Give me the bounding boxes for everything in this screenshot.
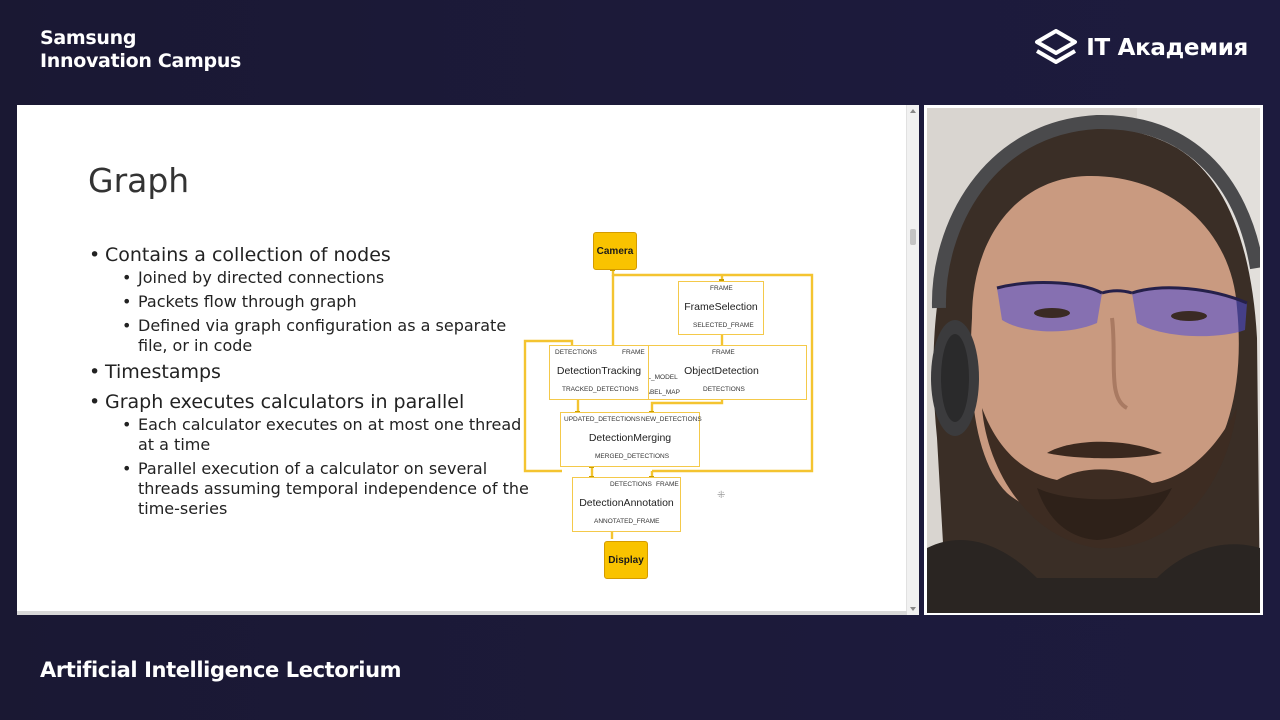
node-label: DetectionTracking (556, 365, 642, 377)
port-label: FRAME (712, 349, 735, 356)
port-label: ANNOTATED_FRAME (594, 518, 660, 525)
port-label: DETECTIONS (610, 481, 652, 488)
port-label: FRAME (710, 285, 733, 292)
port-label: DETECTIONS (703, 386, 745, 393)
port-label: NEW_DETECTIONS (641, 416, 702, 423)
port-label: LABEL_MAP (642, 389, 680, 396)
frame-selection-node: FRAME FrameSelection SELECTED_FRAME (678, 281, 764, 335)
display-node: Display (604, 541, 648, 579)
port-label: ML_MODEL (642, 374, 678, 381)
stack-logo-icon (1035, 29, 1078, 64)
bullet-list: Contains a collection of nodes Joined by… (89, 243, 529, 523)
brand-line-2: Innovation Campus (40, 50, 242, 72)
node-label: ObjectDetection (684, 365, 759, 377)
port-label: FRAME (622, 349, 645, 356)
node-label: DetectionMerging (588, 432, 672, 444)
port-label: SELECTED_FRAME (693, 322, 754, 329)
bullet-subitem: Each calculator executes on at most one … (106, 415, 529, 455)
edge-frame-loop (611, 273, 814, 473)
bullet-item: Timestamps (89, 360, 529, 384)
port-label: FRAME (656, 481, 679, 488)
lecture-series-title: Artificial Intelligence Lectorium (40, 658, 402, 682)
node-label: FrameSelection (684, 301, 758, 313)
scroll-thumb[interactable] (910, 229, 916, 245)
webcam-feed (924, 105, 1263, 615)
slide-title: Graph (88, 161, 190, 200)
bullet-subitem: Parallel execution of a calculator on se… (106, 459, 529, 519)
samsung-brand: Samsung Innovation Campus (40, 27, 241, 73)
port-label: TRACKED_DETECTIONS (562, 386, 639, 393)
bullet-subitem: Packets flow through graph (106, 292, 529, 312)
edge-track-left-loop (523, 339, 574, 473)
detection-tracking-node: DETECTIONS FRAME DetectionTracking TRACK… (549, 345, 649, 400)
edge-od-to-merge (650, 397, 724, 412)
port-label: UPDATED_DETECTIONS (564, 416, 641, 423)
bullet-subitem: Defined via graph configuration as a sep… (106, 316, 529, 356)
port-label: DETECTIONS (555, 349, 597, 356)
node-label: DetectionAnnotation (579, 497, 674, 509)
bullet-item: Contains a collection of nodes (89, 243, 529, 267)
detection-annotation-node: DETECTIONS FRAME DetectionAnnotation ANN… (572, 477, 681, 532)
detection-merging-node: UPDATED_DETECTIONS NEW_DETECTIONS Detect… (560, 412, 702, 467)
bullet-item: Graph executes calculators in parallel (89, 390, 529, 414)
camera-node: Camera (593, 232, 637, 270)
port-label: MERGED_DETECTIONS (595, 453, 670, 460)
speaker-video (927, 108, 1260, 613)
presentation-slide: Graph Contains a collection of nodes Joi… (17, 105, 919, 615)
it-academy-logo: IT Академия (1034, 28, 1248, 68)
scroll-down-icon[interactable] (910, 607, 916, 611)
logo-text: IT Академия (1086, 35, 1248, 61)
object-detection-node: FRAME ObjectDetection ML_MODEL LABEL_MAP… (636, 345, 807, 400)
brand-line-1: Samsung (40, 27, 137, 49)
mouse-cursor-icon: ⁜ (717, 490, 726, 501)
bullet-subitem: Joined by directed connections (106, 268, 529, 288)
scroll-up-icon[interactable] (910, 109, 916, 113)
vertical-scrollbar[interactable] (906, 105, 919, 615)
horizontal-scrollbar[interactable] (17, 611, 907, 615)
graph-diagram: Camera FRAME FrameSelection SELECTED_FRA… (522, 225, 832, 585)
speaker-portrait (927, 108, 1260, 613)
